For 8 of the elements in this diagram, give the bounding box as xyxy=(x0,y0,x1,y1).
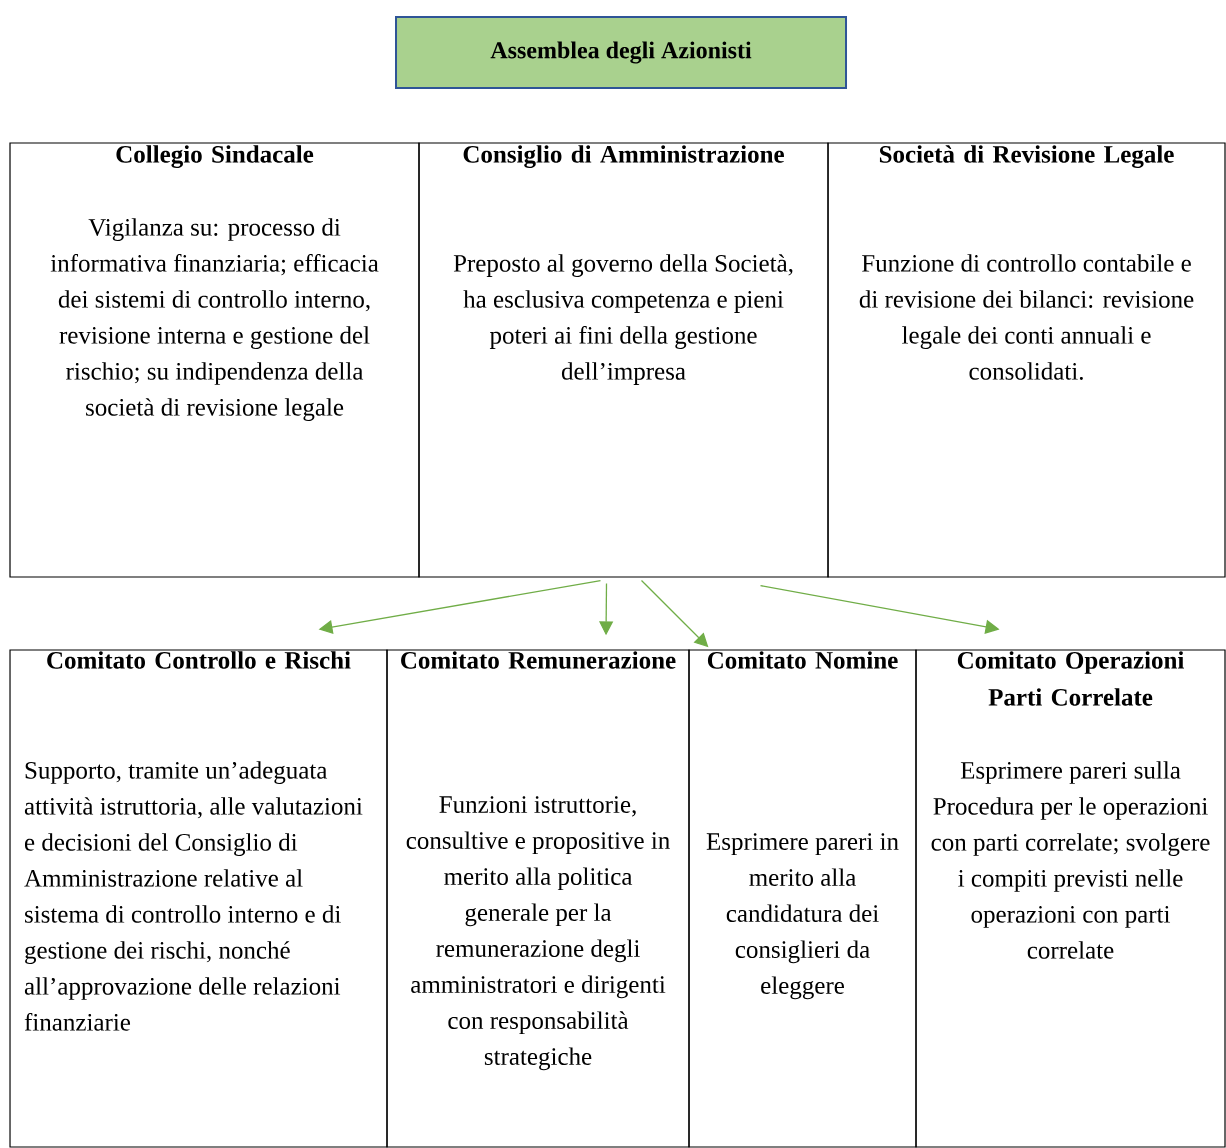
text-box: Comitato Nomine Esprimere pareri in merito alla candidatura dei consiglieri da eleggere xyxy=(688,649,917,1148)
text-box: Comitato Controllo e Rischi Supporto, tramite un’adeguata attività istruttoria, alle valutazioni e decisioni del Consiglio di Amministrazione relative al sistema di controllo interno e di gestione dei rischi, nonché all’approvazione delle relazioni finanziarie xyxy=(9,649,388,1148)
title-box: Assemblea degli Azionisti xyxy=(395,16,847,89)
text-box: Collegio Sindacale Vigilanza su: processo di informativa finanziaria; efficacia dei sistemi di controllo interno, revisione interna e gestione del rischio; su indipendenza della società di revisione legale xyxy=(9,142,420,578)
text-box: Società di Revisione Legale Funzione di controllo contabile e di revisione dei bilanci: revisione legale dei conti annuali e consolidati. xyxy=(827,142,1226,578)
text-box: Consiglio di Amministrazione Preposto al governo della Società, ha esclusiva competenza e pieni poteri ai fini della gestione dell’impresa xyxy=(418,142,829,578)
text-box: Comitato Operazioni Parti Correlate Esprimere pareri sulla Procedura per le operazioni con parti correlate; svolgere i compiti previsti nelle operazioni con parti correlate xyxy=(915,649,1226,1148)
text-box: Comitato Remunerazione Funzioni istruttorie, consultive e propositive in merito alla politica generale per la remunerazione degli amministratori e dirigenti con responsabilità strategiche xyxy=(386,649,690,1148)
